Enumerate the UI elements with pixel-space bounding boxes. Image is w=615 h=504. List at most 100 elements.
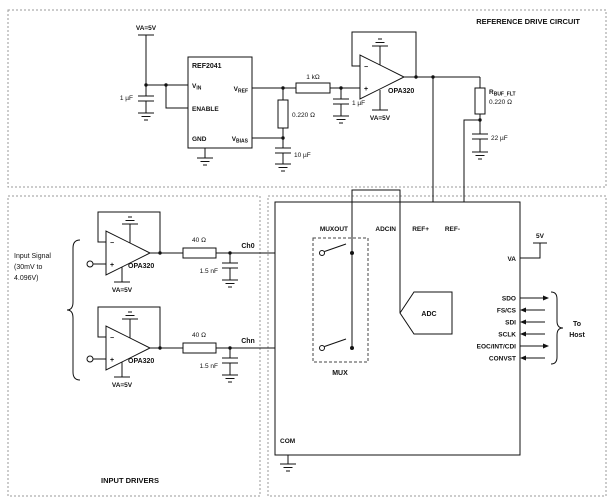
- ch0-resistor-label: 40 Ω: [192, 237, 206, 244]
- junction-dot: [158, 251, 162, 255]
- opamp-supply-stub: [114, 267, 130, 283]
- input-drivers-section-border: [7, 195, 261, 497]
- pin-label-vref: VREF: [234, 86, 248, 95]
- pin-label-muxout: MUXOUT: [320, 226, 348, 233]
- ref2041-name: REF2041: [192, 63, 222, 70]
- ground-symbol: [333, 115, 349, 124]
- ch0-supply-label: VA=5V: [112, 287, 133, 294]
- chn-driver: − + OPA320 VA=5V 40 Ω 1.5 nF Chn: [86, 306, 320, 389]
- rbuf-value: 0.220 Ω: [489, 99, 512, 106]
- adc-chip-body: [274, 201, 521, 456]
- ground-symbol: [222, 279, 238, 288]
- input-signal-annotation: Input Signal (30mV to 4.096V): [14, 239, 81, 381]
- ch0-cap-label: 1.5 nF: [200, 268, 218, 275]
- chn-supply-label: VA=5V: [112, 382, 133, 389]
- ground-symbol: [472, 151, 488, 160]
- filter-cap-label: 1 µF: [352, 100, 365, 107]
- chn-switch-common: [350, 346, 354, 350]
- opamp-supply-label: VA=5V: [370, 115, 391, 122]
- ref2041-body: [187, 56, 253, 149]
- opamp-plus-sign: +: [110, 357, 114, 364]
- chn-opamp-name: OPA320: [128, 358, 154, 365]
- chn-channel-label: Chn: [241, 338, 255, 345]
- supply-label: VA=5V: [136, 25, 157, 32]
- supply-wire: [138, 34, 154, 85]
- signal-label-sdi: SDI: [505, 320, 516, 327]
- signal-label-sdo: SDO: [502, 296, 516, 303]
- input-signal-line1: Input Signal: [14, 253, 51, 260]
- bias-cap-label: 10 µF: [294, 152, 311, 159]
- opamp-minus-sign: −: [110, 240, 114, 247]
- input-brace: [66, 239, 81, 381]
- opamp-plus-sign: +: [364, 86, 368, 93]
- chn-switch-lever: [324, 338, 347, 347]
- to-host-line1: To: [573, 321, 581, 328]
- input-drivers-title: INPUT DRIVERS: [101, 476, 159, 485]
- opamp-supply-stub: [372, 90, 388, 111]
- digital-interface: SDO FS/CS SDI SCLK EOC/INT/CDI CONVST To…: [477, 291, 585, 365]
- arrow-out-icon: [543, 343, 549, 349]
- reference-section-title: REFERENCE DRIVE CIRCUIT: [476, 17, 580, 26]
- host-brace: [550, 291, 564, 365]
- chn-cap-label: 1.5 nF: [200, 363, 218, 370]
- rbuf-flt-resistor: RBUF_FLT 0.220 Ω: [474, 77, 516, 134]
- ref2041-gnd-pin: [197, 148, 213, 166]
- opamp-top-ground: [122, 311, 138, 338]
- signal-label-sclk: SCLK: [498, 332, 516, 339]
- resistor-rbuf: [474, 87, 486, 115]
- opamp-minus-sign: −: [364, 64, 368, 71]
- junction-dot: [414, 75, 418, 79]
- ch0-filter-cap: [222, 253, 238, 280]
- pin-label-ref-minus: REF-: [445, 226, 460, 233]
- adc-core-label: ADC: [421, 311, 436, 318]
- buffer-feedback-and-output: [351, 31, 480, 79]
- chn-opamp-triangle: [105, 325, 152, 371]
- mux-block: MUX: [312, 237, 369, 377]
- arrow-out-icon: [543, 295, 549, 301]
- ground-symbol: [138, 112, 154, 121]
- rbuf-name: RBUF_FLT: [489, 89, 516, 98]
- signal-label-fscs: FS/CS: [497, 308, 517, 315]
- ch0-feedback: [97, 211, 183, 254]
- mux-dashed-outline: [312, 237, 369, 363]
- ch0-switch-lever: [324, 243, 347, 252]
- opamp-name: OPA320: [388, 88, 414, 95]
- arrow-in-icon: [520, 331, 526, 337]
- pin-label-vin: VIN: [192, 83, 202, 92]
- ch0-switch-common: [350, 251, 354, 255]
- arrow-in-icon: [520, 319, 526, 325]
- signal-label-convst: CONVST: [489, 356, 516, 363]
- ground-symbol: [222, 374, 238, 383]
- signal-label-eoc: EOC/INT/CDI: [477, 344, 517, 351]
- buffer-capacitor-22uF: 22 µF: [472, 133, 508, 160]
- chn-filter-cap: [222, 348, 238, 375]
- input-cap-label: 1 µF: [120, 95, 133, 102]
- ground-symbol: [275, 163, 291, 172]
- va-pin-label: VA: [507, 256, 516, 263]
- muxout-to-adcin-jumper: [351, 189, 401, 202]
- pin-label-gnd: GND: [192, 136, 207, 143]
- adc-section-border: [267, 195, 607, 497]
- junction-dot: [158, 346, 162, 350]
- resistor-0p22: [277, 99, 289, 129]
- junction-dot: [281, 136, 285, 140]
- opamp-top-ground: [372, 38, 388, 65]
- pin-label-vbias: VBIAS: [232, 136, 249, 145]
- va-supply-ref2041: VA=5V: [136, 25, 157, 85]
- ref2041-block: REF2041 VIN VREF ENABLE GND VBIAS: [187, 56, 253, 166]
- mux-label: MUX: [332, 370, 348, 377]
- ref-minus-line: [463, 119, 480, 202]
- va-pin: VA 5V: [507, 233, 547, 263]
- opamp-reference-buffer: − + OPA320 VA=5V: [359, 38, 414, 122]
- bias-capacitor-10uF: 10 µF: [275, 147, 311, 172]
- filter-capacitor-1uF: 1 µF: [333, 88, 365, 124]
- opamp-triangle: [359, 54, 406, 100]
- to-host-line2: Host: [569, 332, 585, 339]
- ch0-opamp-triangle: [105, 230, 152, 276]
- adc-core: ADC: [399, 291, 453, 335]
- resistor-0p22-label: 0.220 Ω: [292, 112, 315, 119]
- ch0-input-terminal: [86, 260, 94, 268]
- opamp-top-ground: [122, 216, 138, 243]
- opamp-minus-sign: −: [110, 335, 114, 342]
